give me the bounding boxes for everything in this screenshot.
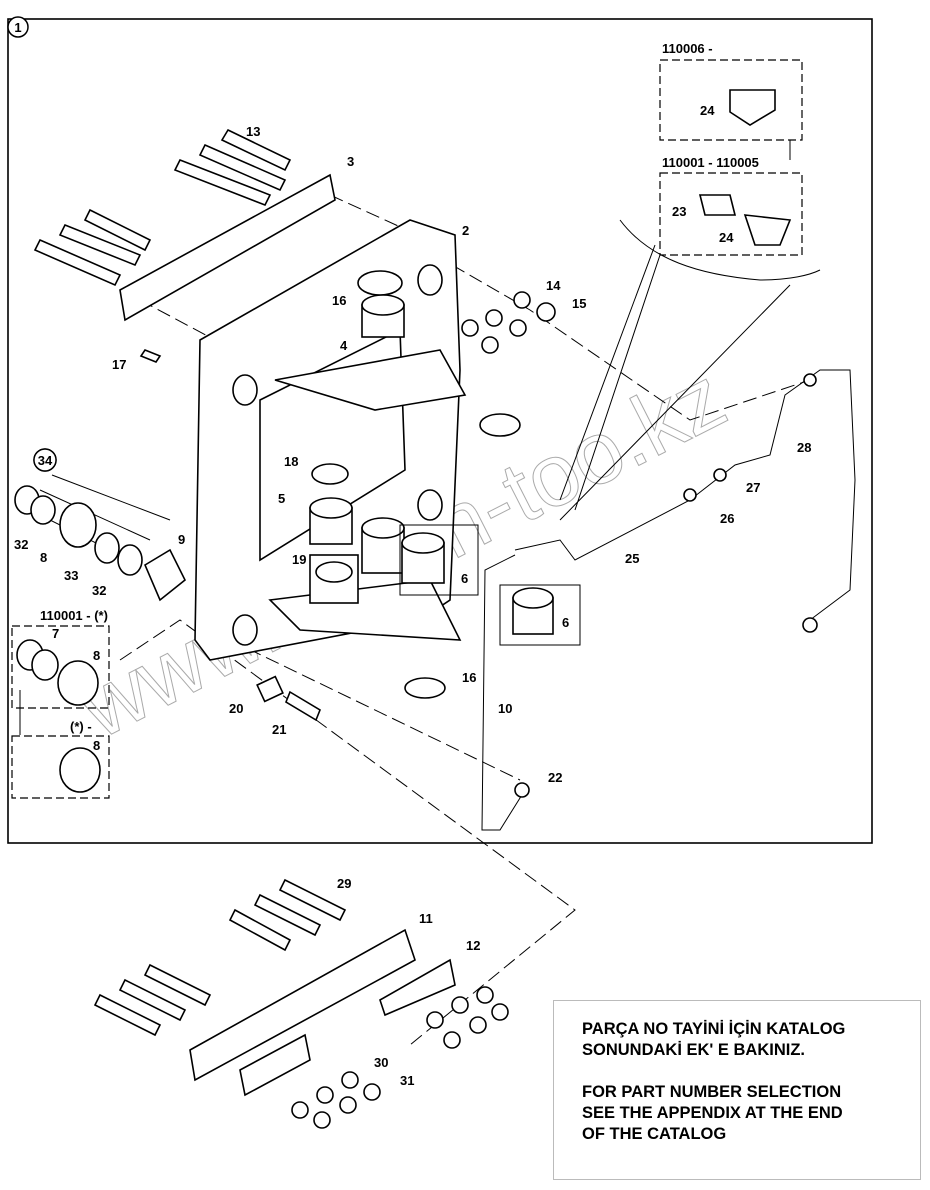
note-tr-line2: SONUNDAKİ EK' E BAKINIZ. — [582, 1041, 806, 1059]
callout: 16 — [332, 293, 346, 308]
variant-seal-parts — [16, 639, 101, 793]
callout: 28 — [797, 440, 811, 455]
callout: 14 — [546, 278, 561, 293]
detail-box-6a — [399, 524, 479, 596]
callout: 30 — [374, 1055, 388, 1070]
callout: 29 — [337, 876, 351, 891]
callout: 26 — [720, 511, 734, 526]
variant-box-star — [11, 735, 110, 799]
callout: 10 — [498, 701, 512, 716]
fittings — [698, 89, 792, 246]
callout: 18 — [284, 454, 298, 469]
callout: 6 — [461, 571, 468, 586]
callout: 24 — [719, 230, 734, 245]
plate-3 — [119, 173, 336, 322]
seal-kit-34 — [14, 448, 187, 602]
callout: 33 — [64, 568, 78, 583]
callout: 34 — [38, 453, 53, 468]
variant-box-110001-110005 — [659, 172, 803, 256]
view-number-badge: 1 — [7, 16, 29, 38]
callout: 12 — [466, 938, 480, 953]
callout: 15 — [572, 296, 586, 311]
callout: 32 — [14, 537, 28, 552]
callout: 13 — [246, 124, 260, 139]
callout: 20 — [229, 701, 243, 716]
hydraulic-lines — [481, 369, 856, 831]
svg-text:1: 1 — [14, 20, 21, 35]
bushings — [309, 270, 554, 699]
detail-box-6b — [499, 584, 581, 646]
callout: 24 — [700, 103, 715, 118]
callout: 11 — [419, 911, 433, 926]
callout: 21 — [272, 722, 286, 737]
lower-kit — [93, 878, 509, 1129]
callout: 8 — [93, 738, 100, 753]
note-en-line1: FOR PART NUMBER SELECTION — [582, 1083, 842, 1101]
star-label: (*) - — [70, 719, 92, 734]
callout: 8 — [40, 550, 47, 565]
callout: 25 — [625, 551, 639, 566]
diagram-frame — [7, 18, 873, 844]
serial-label-110001-star: 110001 - (*) — [40, 608, 108, 623]
callout: 27 — [746, 480, 760, 495]
callout-labels: 13 3 2 16 14 15 4 17 18 5 19 6 6 16 10 2… — [14, 41, 811, 1088]
callout: 9 — [178, 532, 185, 547]
note-en-line3: OF THE CATALOG — [582, 1125, 727, 1143]
callout: 4 — [340, 338, 348, 353]
callout: 6 — [562, 615, 569, 630]
note-tr-line1: PARÇA NO TAYİNİ İÇİN KATALOG — [582, 1020, 846, 1038]
small-parts — [139, 349, 321, 722]
nuts-washers — [461, 291, 556, 354]
callout: 7 — [52, 626, 59, 641]
callout: 16 — [462, 670, 476, 685]
callout: 19 — [292, 552, 306, 567]
callout: 8 — [93, 648, 100, 663]
serial-label-110006: 110006 - — [662, 41, 713, 56]
part-number-note: PARÇA NO TAYİNİ İÇİN KATALOG SONUNDAKİ E… — [553, 1000, 921, 1180]
callout: 32 — [92, 583, 106, 598]
callout: 5 — [278, 491, 285, 506]
callout: 2 — [462, 223, 469, 238]
note-en-line2: SEE THE APPENDIX AT THE END — [582, 1104, 843, 1122]
serial-label-110001-110005: 110001 - 110005 — [662, 155, 759, 170]
callout: 22 — [548, 770, 562, 785]
variant-box-left — [11, 625, 110, 709]
callout: 3 — [347, 154, 354, 169]
callout: 17 — [112, 357, 126, 372]
bolts-13 — [33, 128, 292, 287]
variant-box-110006 — [659, 59, 803, 141]
callout: 23 — [672, 204, 686, 219]
callout: 31 — [400, 1073, 414, 1088]
